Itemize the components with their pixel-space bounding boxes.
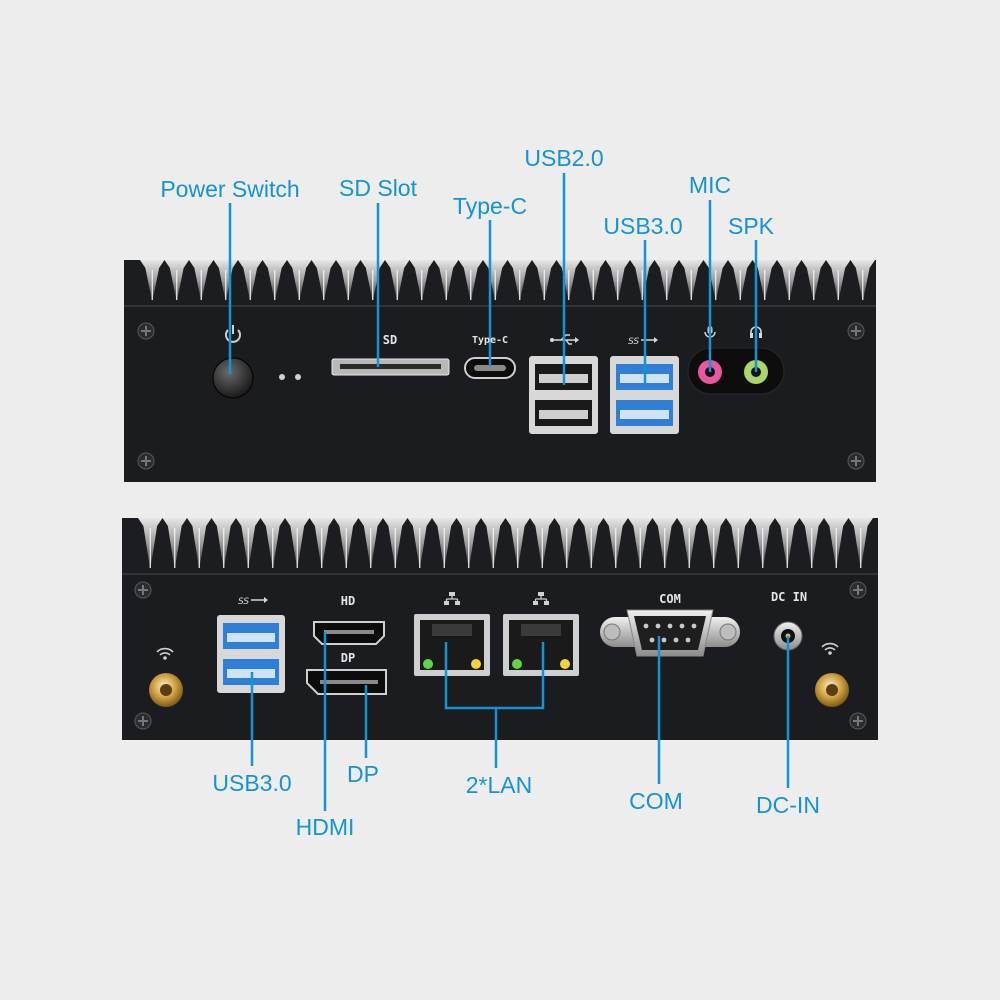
lan-1-activity-led <box>471 659 481 669</box>
power-icon <box>225 325 241 343</box>
label-spk: SPK <box>727 213 775 239</box>
power-button[interactable] <box>212 357 254 399</box>
panel-print-type-c: Type-C <box>471 335 509 346</box>
network-icon <box>533 592 549 605</box>
label-type-c: Type-C <box>452 193 528 219</box>
label-dp: DP <box>347 761 379 787</box>
wifi-icon <box>821 642 839 655</box>
usb-ss-icon: SS <box>628 337 658 347</box>
lan-1-link-led <box>423 659 433 669</box>
com-serial-port[interactable] <box>600 609 740 657</box>
panel-print-sd: SD <box>382 333 398 347</box>
label-hdmi: HDMI <box>295 814 355 840</box>
label-com: COM <box>629 788 683 814</box>
screw-icon <box>849 712 867 730</box>
screw-icon <box>847 452 865 470</box>
front-panel: SS <box>124 260 876 482</box>
rear-panel: SS <box>122 518 878 740</box>
label-usb3-front: USB3.0 <box>603 213 683 239</box>
label-lan: 2*LAN <box>465 772 533 798</box>
callout-lines <box>228 173 790 811</box>
screw-icon <box>137 322 155 340</box>
status-led <box>295 374 301 380</box>
screw-icon <box>134 712 152 730</box>
svg-text:SS: SS <box>628 337 639 347</box>
panel-print-hd: HD <box>340 594 356 608</box>
lan-2-activity-led <box>560 659 570 669</box>
screw-icon <box>137 452 155 470</box>
panel-print-dp: DP <box>340 651 356 665</box>
status-led <box>279 374 285 380</box>
screw-icon <box>849 581 867 599</box>
label-usb2: USB2.0 <box>524 145 604 171</box>
label-sd-slot: SD Slot <box>339 175 417 201</box>
network-icon <box>444 592 460 605</box>
panel-print-com: COM <box>659 592 681 606</box>
panel-print-dc-in: DC IN <box>770 590 808 604</box>
label-power-switch: Power Switch <box>160 176 300 202</box>
label-mic: MIC <box>688 172 732 198</box>
screw-icon <box>847 322 865 340</box>
usb-ss-icon: SS <box>238 597 268 607</box>
svg-text:SS: SS <box>238 597 249 607</box>
label-dc-in: DC-IN <box>756 792 820 818</box>
label-usb3-rear: USB3.0 <box>212 770 292 796</box>
rear-heatsink-fins <box>138 518 873 570</box>
lan-2-link-led <box>512 659 522 669</box>
screw-icon <box>134 581 152 599</box>
wifi-icon <box>156 647 174 660</box>
